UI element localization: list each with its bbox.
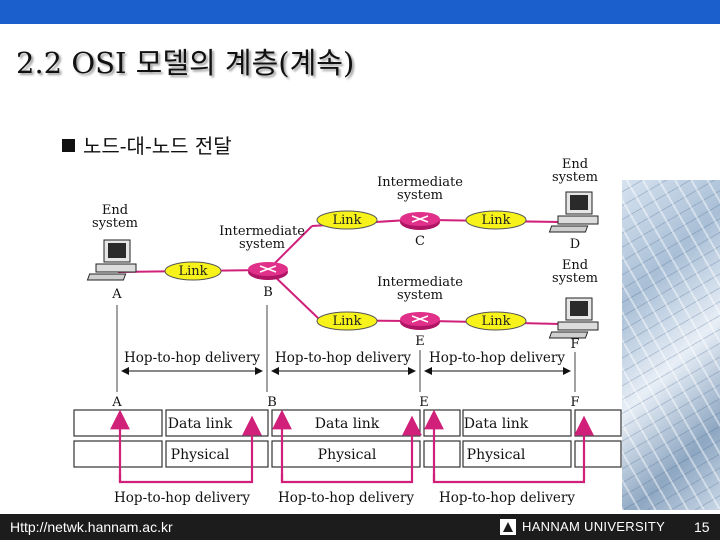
university-logo-icon [500, 519, 516, 535]
hop-label: Hop-to-hop delivery [278, 490, 414, 506]
link-label: Link [178, 264, 207, 279]
link-badge-ab: Link [164, 261, 222, 281]
footer-bar: Http://netwk.hannam.ac.kr HANNAM UNIVERS… [0, 514, 720, 540]
bullet-square-icon [62, 139, 75, 152]
node-label-f: F [570, 337, 579, 352]
hop-separators [116, 305, 576, 392]
node-label-a: A [111, 287, 122, 302]
protocol-stack-e [423, 409, 572, 468]
hop-label: Hop-to-hop delivery [275, 350, 411, 366]
link-badge-bc: Link [316, 210, 378, 230]
stack-header-b: B [267, 395, 277, 410]
protocol-stack-f [574, 409, 622, 468]
bullet-text: 노드-대-노드 전달 [83, 134, 232, 158]
link-label: Link [332, 314, 361, 329]
stack-header-e: E [419, 395, 429, 410]
layer-physical: Physical [467, 447, 526, 463]
hop-label: Hop-to-hop delivery [439, 490, 575, 506]
decorative-image [622, 180, 720, 510]
footer-url[interactable]: Http://netwk.hannam.ac.kr [10, 519, 173, 535]
footer-university: HANNAM UNIVERSITY [522, 519, 666, 534]
hop-path-a-b [110, 409, 262, 484]
layer-data-link: Data link [315, 416, 380, 432]
router-icon [400, 312, 440, 330]
link-label: Link [481, 213, 510, 228]
computer-icon [548, 297, 599, 339]
layer-physical: Physical [171, 447, 230, 463]
router-icon [400, 212, 440, 230]
stack-header-f: F [570, 395, 579, 410]
link-badge-cd: Link [465, 210, 527, 230]
hop-path-b-e [272, 409, 422, 484]
hop-label: Hop-to-hop delivery [124, 350, 260, 366]
hop-path-e-f [424, 409, 594, 484]
link-label: Link [332, 213, 361, 228]
hop-label: Hop-to-hop delivery [114, 490, 250, 506]
stack-header-a: A [111, 395, 122, 410]
link-badge-be: Link [316, 311, 378, 331]
link-label: Link [481, 314, 510, 329]
node-label-d: D [570, 237, 580, 252]
computer-icon [86, 239, 137, 281]
page-number: 15 [694, 519, 710, 535]
router-icon [248, 262, 288, 280]
link-badge-ef: Link [465, 311, 527, 331]
node-label-b: B [263, 285, 273, 300]
computer-icon [548, 191, 599, 233]
slide-title: 2.2 OSI 모델의 계층(계속) [16, 46, 355, 80]
layer-data-link: Data link [464, 416, 529, 432]
node-label-e: E [415, 334, 425, 349]
layer-data-link: Data link [168, 416, 233, 432]
node-label-c: C [415, 234, 425, 249]
protocol-stack-a [73, 409, 163, 468]
hop-label: Hop-to-hop delivery [429, 350, 565, 366]
bullet-item: 노드-대-노드 전달 [62, 130, 232, 159]
header-bar [0, 0, 720, 24]
layer-physical: Physical [318, 447, 377, 463]
